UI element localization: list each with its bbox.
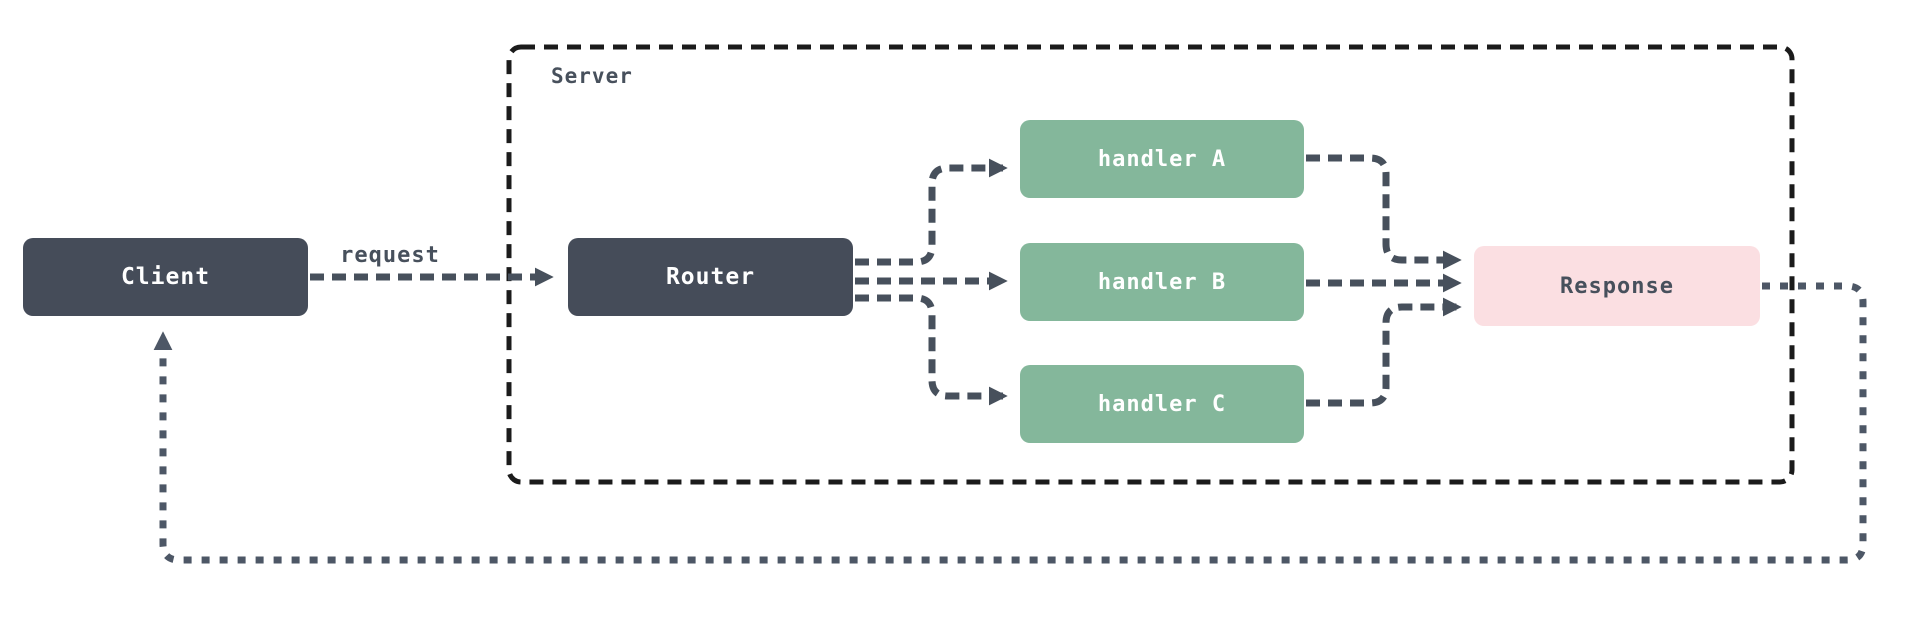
node-client-label: Client	[120, 264, 211, 290]
node-handler-b-label: handler B	[1097, 269, 1227, 295]
node-router-label: Router	[665, 264, 756, 290]
server-cluster-border	[506, 44, 1795, 485]
node-handler-b: handler B	[1020, 243, 1304, 321]
request-edge-label: request	[340, 243, 440, 268]
edge-handler-a-response	[1306, 154, 1462, 270]
node-handler-a-label: handler A	[1097, 146, 1227, 172]
node-router: Router	[568, 238, 853, 316]
node-client: Client	[23, 238, 308, 316]
edge-router-handler-c	[855, 294, 1008, 406]
node-handler-c-label: handler C	[1097, 391, 1227, 417]
server-cluster-label: Server	[551, 64, 633, 88]
edge-handler-c-response	[1306, 297, 1462, 407]
node-handler-c: handler C	[1020, 365, 1304, 443]
node-response-label: Response	[1560, 273, 1674, 299]
node-handler-a: handler A	[1020, 120, 1304, 198]
edge-response-client	[153, 282, 1867, 564]
edge-router-handler-a	[855, 158, 1008, 266]
node-response: Response	[1474, 246, 1760, 326]
